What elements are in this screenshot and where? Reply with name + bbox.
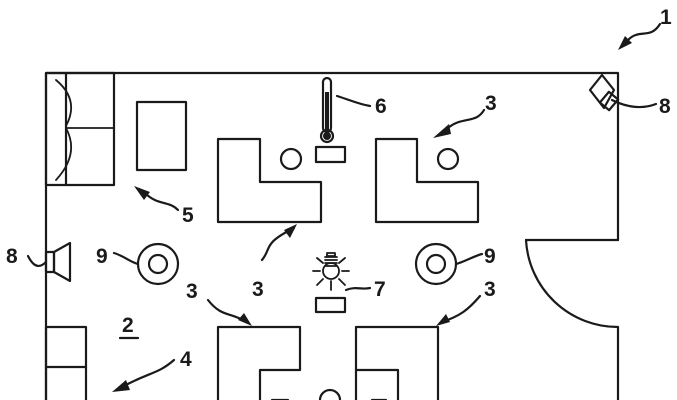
desk-upper-right <box>374 137 480 224</box>
desk-lower-right <box>354 325 440 400</box>
seating-lower-left <box>44 325 88 400</box>
speaker-right <box>588 73 620 112</box>
label-6: 6 <box>375 95 387 118</box>
door <box>524 238 620 329</box>
chair-lower <box>318 388 342 400</box>
thermometer-icon <box>319 76 335 144</box>
lamp-icon <box>312 252 350 291</box>
room-outline <box>44 71 620 400</box>
thermometer-base <box>314 145 347 164</box>
label-3-upper-right: 3 <box>485 92 497 115</box>
sofa-table <box>135 100 188 172</box>
label-3-upper-left: 3 <box>252 278 264 301</box>
label-9-left: 9 <box>96 245 108 268</box>
chair-upper-left <box>279 147 303 171</box>
label-2: 2 <box>122 314 134 337</box>
label-8-right: 8 <box>659 95 671 118</box>
desk-upper-left <box>216 137 323 224</box>
leader-lines <box>26 22 662 388</box>
arrowheads <box>112 124 451 392</box>
label-4: 4 <box>180 348 192 371</box>
label-5: 5 <box>182 204 194 227</box>
sensor-right <box>414 242 458 286</box>
chair-upper-right <box>436 147 460 171</box>
label-3-lower-left: 3 <box>186 280 198 303</box>
label-8-left: 8 <box>6 245 18 268</box>
label-9-right: 9 <box>484 245 496 268</box>
speaker-left <box>44 241 72 283</box>
lamp-base <box>314 296 347 314</box>
sofa <box>44 71 116 187</box>
desk-lower-left <box>216 325 302 400</box>
label-1: 1 <box>660 6 672 29</box>
label-7: 7 <box>374 278 386 301</box>
label-3-lower-right: 3 <box>484 278 496 301</box>
sensor-left <box>136 242 180 286</box>
